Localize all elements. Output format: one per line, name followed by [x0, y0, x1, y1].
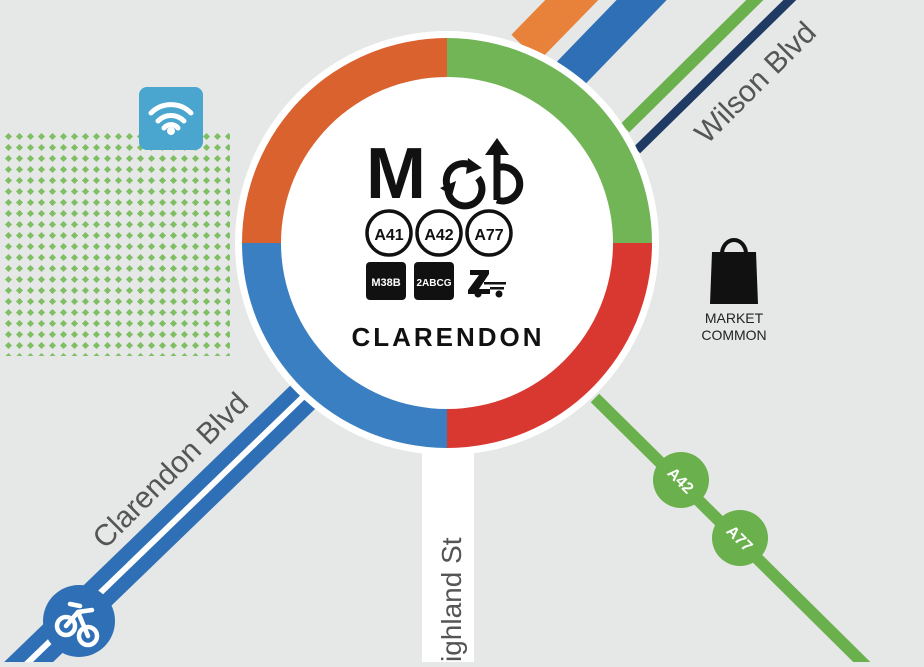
station-content[interactable]: M A41 A42 A77 M38B	[351, 134, 544, 352]
blue-line	[557, 0, 667, 87]
route-circle-a41: A41	[365, 209, 413, 257]
highland-st-label: ighland St	[436, 537, 467, 662]
bike-icon[interactable]	[43, 585, 115, 657]
orange-line	[511, 0, 599, 62]
wifi-icon[interactable]	[139, 87, 203, 150]
svg-text:2ABCG: 2ABCG	[416, 278, 451, 289]
route-marker-a77: A77	[712, 510, 768, 566]
metro-logo: M	[366, 134, 426, 214]
svg-text:A77: A77	[474, 227, 503, 244]
svg-text:M38B: M38B	[371, 277, 400, 289]
route-marker-a42: A42	[653, 452, 709, 508]
bike-share-icon	[440, 138, 524, 210]
top-right-lines	[511, 0, 797, 154]
station-name: CLARENDON	[351, 322, 544, 352]
highland-street	[422, 450, 474, 667]
svg-text:A41: A41	[374, 227, 403, 244]
shopping-bag-icon	[710, 238, 758, 304]
market-common-line2: COMMON	[701, 327, 766, 343]
market-common-line1: MARKET	[705, 310, 764, 326]
route-circle-a42: A42	[415, 209, 463, 257]
green-line	[620, 0, 764, 133]
park-area	[2, 130, 230, 356]
svg-text:A42: A42	[424, 227, 453, 244]
navy-line	[633, 0, 797, 154]
route-circle-a77: A77	[465, 209, 513, 257]
badge-m38b: M38B	[366, 262, 406, 300]
badge-2abcg: 2ABCG	[414, 262, 454, 300]
car-share-icon	[468, 270, 506, 298]
